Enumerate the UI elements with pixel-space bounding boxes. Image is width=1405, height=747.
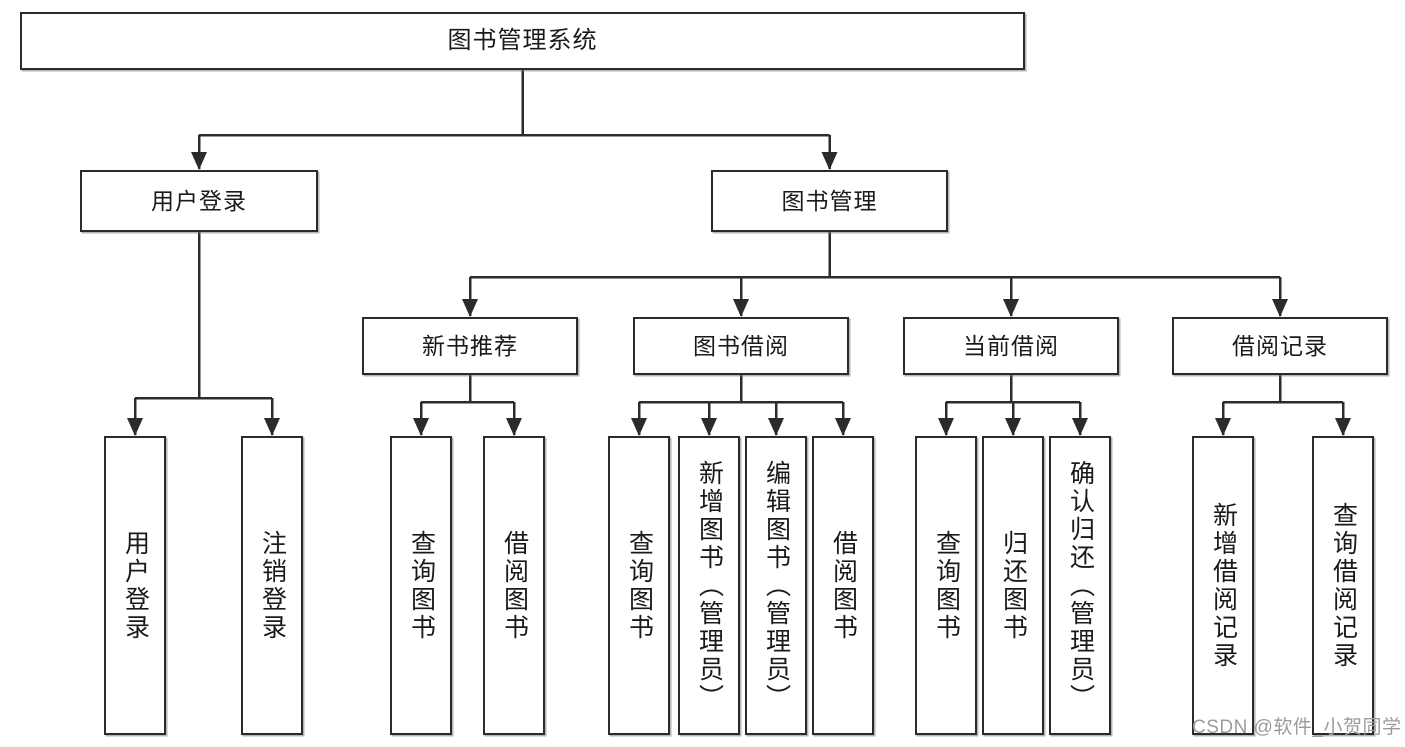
node-l3-a1[interactable]: 用户登录 xyxy=(104,436,166,735)
node-label: 编辑图书（管理员） xyxy=(762,459,791,712)
node-label: 借阅记录 xyxy=(1232,332,1328,359)
node-l1-book[interactable]: 图书管理 xyxy=(711,170,948,232)
node-label: 查询图书 xyxy=(625,529,654,642)
node-l3-c1[interactable]: 查询图书 xyxy=(608,436,670,735)
node-label: 查询图书 xyxy=(407,529,436,642)
edge-arrowhead xyxy=(938,418,954,436)
edge-arrowhead xyxy=(821,152,838,170)
node-label: 查询借阅记录 xyxy=(1329,501,1358,670)
node-label: 图书管理 xyxy=(781,187,878,214)
node-l3-c2[interactable]: 新增图书（管理员） xyxy=(678,436,740,735)
node-l3-d2[interactable]: 归还图书 xyxy=(982,436,1044,735)
edge-arrowhead xyxy=(462,299,478,317)
node-label: 借阅图书 xyxy=(829,529,858,642)
node-label: 当前借阅 xyxy=(963,332,1059,359)
node-l3-d3[interactable]: 确认归还（管理员） xyxy=(1049,436,1111,735)
node-l2-current[interactable]: 当前借阅 xyxy=(903,317,1119,375)
node-label: 借阅图书 xyxy=(500,529,529,642)
edge-arrowhead xyxy=(701,418,717,436)
node-label: 用户登录 xyxy=(151,187,247,214)
edge-arrowhead xyxy=(127,418,143,436)
edge-arrowhead xyxy=(506,418,522,436)
node-label: 归还图书 xyxy=(999,529,1028,642)
edge-arrowhead xyxy=(1072,418,1088,436)
node-l3-c4[interactable]: 借阅图书 xyxy=(812,436,874,735)
node-l3-e1[interactable]: 新增借阅记录 xyxy=(1192,436,1254,735)
node-root[interactable]: 图书管理系统 xyxy=(20,12,1025,70)
node-l2-newbook[interactable]: 新书推荐 xyxy=(362,317,578,375)
node-l3-b2[interactable]: 借阅图书 xyxy=(483,436,545,735)
node-l2-record[interactable]: 借阅记录 xyxy=(1172,317,1388,375)
node-label: 确认归还（管理员） xyxy=(1066,459,1095,712)
node-label: 查询图书 xyxy=(932,529,961,642)
node-label: 新增借阅记录 xyxy=(1209,501,1238,670)
edge-arrowhead xyxy=(733,299,749,317)
edge-arrowhead xyxy=(413,418,429,436)
edge-arrowhead xyxy=(835,418,851,436)
node-l3-e2[interactable]: 查询借阅记录 xyxy=(1312,436,1374,735)
node-label: 新增图书（管理员） xyxy=(695,459,724,712)
node-l2-borrow[interactable]: 图书借阅 xyxy=(633,317,849,375)
edge-arrowhead xyxy=(264,418,280,436)
edge-arrowhead xyxy=(1335,418,1351,436)
edge-arrowhead xyxy=(1272,299,1288,317)
node-l3-a2[interactable]: 注销登录 xyxy=(241,436,303,735)
node-label: 注销登录 xyxy=(258,529,287,642)
node-l3-c3[interactable]: 编辑图书（管理员） xyxy=(745,436,807,735)
node-l3-d1[interactable]: 查询图书 xyxy=(915,436,977,735)
node-l1-login[interactable]: 用户登录 xyxy=(80,170,318,232)
node-label: 图书管理系统 xyxy=(447,27,598,55)
edge-arrowhead xyxy=(768,418,784,436)
node-label: 新书推荐 xyxy=(422,332,518,359)
node-l3-b1[interactable]: 查询图书 xyxy=(390,436,452,735)
node-label: 用户登录 xyxy=(121,529,150,642)
edge-arrowhead xyxy=(191,152,207,170)
edge-arrowhead xyxy=(1003,299,1019,317)
edge-arrowhead xyxy=(1215,418,1231,436)
edge-arrowhead xyxy=(1005,418,1021,436)
edge-arrowhead xyxy=(631,418,647,436)
node-label: 图书借阅 xyxy=(693,332,789,359)
watermark-label: CSDN @软件_小贺同学 xyxy=(1192,717,1402,738)
